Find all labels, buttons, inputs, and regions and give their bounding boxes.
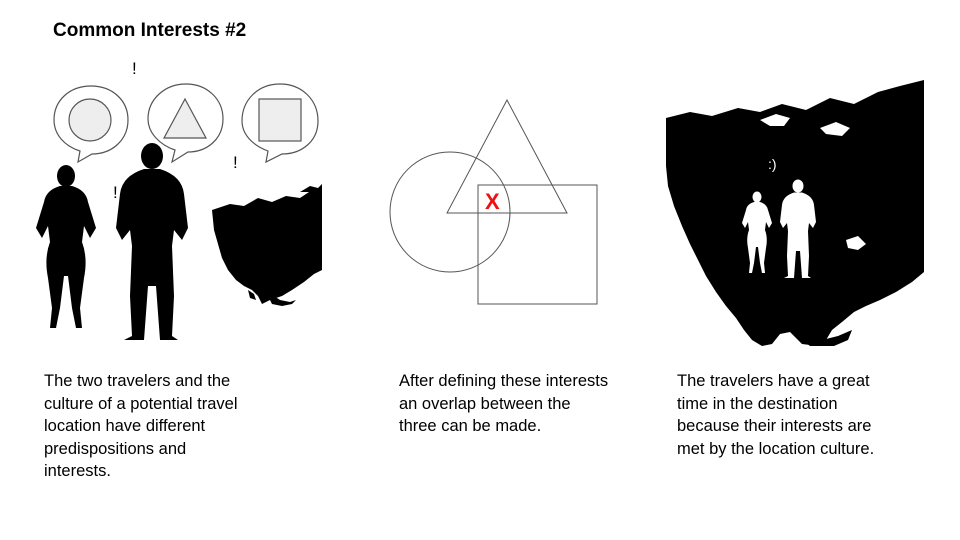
panel-1: ! ! !: [36, 59, 322, 340]
interest-square: [477, 184, 598, 305]
circle-shape-icon: [68, 98, 112, 142]
slide-title: Common Interests #2: [53, 20, 247, 41]
exclamation-mark-1: !: [132, 59, 137, 78]
panel-2: X: [389, 98, 598, 305]
interest-circle: [389, 151, 511, 273]
female-traveler-icon: [36, 165, 96, 328]
speech-bubble-square: [241, 83, 319, 164]
exclamation-mark-2: !: [113, 183, 118, 202]
panel-3: :): [666, 80, 924, 346]
speech-bubble-triangle: [147, 83, 224, 164]
overlap-x-mark: X: [485, 189, 500, 214]
speech-bubble-circle: [53, 85, 129, 164]
male-traveler-icon: [116, 143, 188, 340]
triangle-shape-icon: [162, 97, 208, 139]
north-america-map-icon: [212, 184, 322, 306]
panel-1-caption: The two travelers and the culture of a p…: [44, 372, 238, 480]
panel-2-caption: After defining these interests an overla…: [399, 372, 609, 435]
square-shape-icon: [258, 98, 302, 142]
interest-triangle: [446, 98, 568, 214]
panel-3-caption: The travelers have a great time in the d…: [677, 372, 875, 458]
smiley-text: :): [768, 156, 777, 172]
exclamation-mark-3: !: [233, 153, 238, 172]
